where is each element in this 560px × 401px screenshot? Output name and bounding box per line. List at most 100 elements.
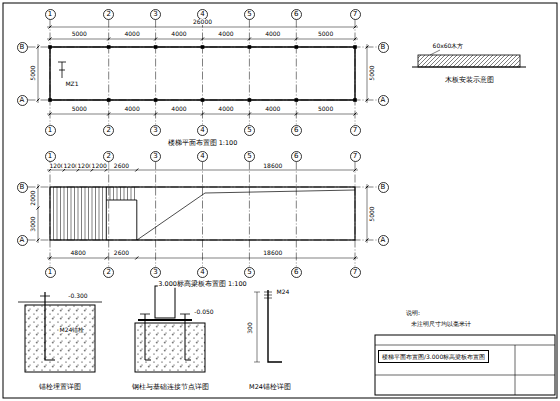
drawing-stroke — [515, 345, 516, 395]
drawing-stroke — [254, 292, 260, 362]
axis-line — [108, 162, 109, 267]
dimension-text: 2000 — [30, 189, 36, 206]
drawing-stroke — [92, 187, 93, 240]
axis-number: 4 — [197, 125, 208, 136]
bubble-circle — [17, 182, 27, 192]
axis-number: 3 — [150, 9, 161, 20]
drawing-stroke — [124, 187, 125, 200]
axis-bubble: A — [378, 95, 389, 106]
drawing-stroke — [88, 187, 89, 240]
dimension-text: 4000 — [217, 106, 234, 112]
axis-line — [355, 162, 356, 267]
axis-line — [249, 20, 250, 125]
dimension-text: 5000 — [71, 31, 88, 37]
axis-line — [50, 162, 51, 267]
bubble-circle — [350, 9, 360, 19]
axis-number: 6 — [291, 267, 302, 278]
axis-number: 1 — [45, 267, 56, 278]
dimension-text: 4800 — [70, 250, 87, 256]
stair-treads — [54, 187, 135, 240]
drawing-stroke — [99, 187, 100, 240]
bubble-circle — [378, 95, 388, 105]
axis-number: 5 — [244, 125, 255, 136]
drawing-stroke — [131, 187, 132, 200]
axis-line — [108, 20, 109, 125]
axis-number: 7 — [350, 267, 361, 278]
bubble-circle — [378, 182, 388, 192]
drawing-stroke — [71, 187, 72, 240]
drawing-stroke — [375, 345, 555, 346]
axis-bubble: 4 — [197, 9, 208, 20]
axis-bubble: B — [17, 182, 28, 193]
axis-bubble: 6 — [291, 151, 302, 162]
dimension-text: 26000 — [192, 19, 213, 25]
axis-number: 2 — [103, 9, 114, 20]
dimension-text: 4000 — [264, 106, 281, 112]
column-symbol — [58, 62, 66, 78]
axis-bubble: A — [17, 235, 28, 246]
axis-number: 7 — [350, 151, 361, 162]
axis-bubble: 1 — [45, 9, 56, 20]
bubble-circle — [151, 151, 161, 161]
axis-line — [202, 162, 203, 267]
drawing-stroke — [63, 169, 66, 172]
axis-number: 1 — [45, 151, 56, 162]
axis-number: A — [17, 235, 28, 246]
drawing-stroke — [102, 187, 103, 240]
dimension-text: 5000 — [71, 106, 88, 112]
bubble-circle — [104, 9, 114, 19]
bubble-circle — [104, 151, 114, 161]
view-title: 楼梯平面布置图 1:100 — [167, 140, 239, 147]
bubble-circle — [198, 125, 208, 135]
drawing-stroke — [430, 50, 440, 55]
bubble-circle — [17, 42, 27, 52]
drawing-stroke — [120, 187, 121, 200]
bubble-circle — [350, 267, 360, 277]
drawing-stroke — [145, 314, 191, 360]
drawing-stroke — [106, 187, 137, 240]
wood-sketch — [412, 50, 526, 67]
axis-bubble: 5 — [244, 9, 255, 20]
drawing-stroke — [113, 187, 114, 200]
bubble-circle — [244, 9, 254, 19]
dimension-text: 60x60木方 — [432, 43, 465, 49]
drawing-stroke — [127, 187, 128, 200]
detail-two — [135, 286, 205, 372]
dimension-text: 说明: — [405, 310, 421, 316]
drawing-stroke — [81, 187, 82, 240]
axis-number: 7 — [350, 125, 361, 136]
axis-number: 5 — [244, 151, 255, 162]
drawing-stroke — [47, 170, 358, 171]
axis-line — [249, 162, 250, 267]
drawing-stroke — [105, 169, 108, 172]
dimension-text: 5000 — [30, 64, 36, 81]
dimension-text: MZ1 — [64, 81, 79, 87]
bubble-circle — [45, 9, 55, 19]
dimension-text: 4000 — [170, 31, 187, 37]
drawing-stroke — [38, 184, 39, 243]
axis-line — [28, 47, 378, 48]
drawing-stroke — [117, 187, 118, 200]
axis-number: B — [378, 182, 389, 193]
axis-number: 4 — [197, 267, 208, 278]
drawing-stroke — [375, 375, 555, 376]
drawing-stroke — [53, 187, 54, 240]
bubble-circle — [244, 267, 254, 277]
drawing-stroke — [38, 44, 39, 103]
axis-bubble: 6 — [291, 267, 302, 278]
dimension-text: -0.300 — [67, 293, 88, 299]
axis-bubble: 5 — [244, 125, 255, 136]
axis-number: 1 — [45, 125, 56, 136]
drawing-stroke — [155, 286, 175, 318]
dimension-text: 1200 — [91, 163, 108, 169]
bubble-circle — [198, 9, 208, 19]
bubble-circle — [291, 267, 301, 277]
drawing-stroke — [74, 187, 75, 240]
axis-line — [155, 162, 156, 267]
dimension-text: 300 — [247, 321, 253, 334]
axis-bubble: 5 — [244, 267, 255, 278]
view-title: 木板安装示意图 — [444, 77, 495, 84]
axis-number: 5 — [244, 267, 255, 278]
